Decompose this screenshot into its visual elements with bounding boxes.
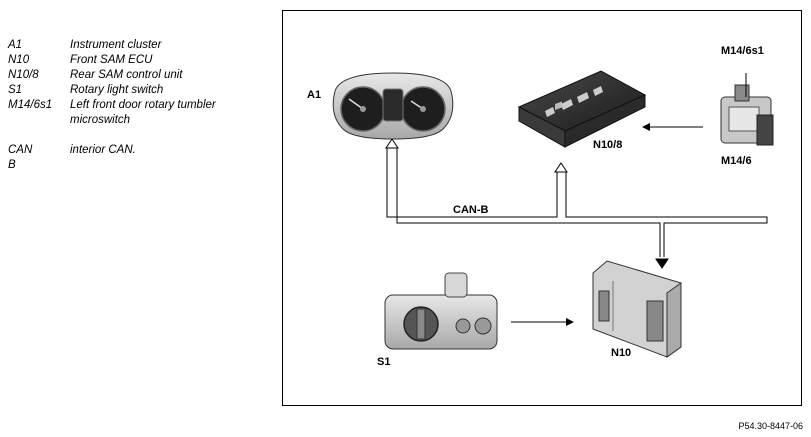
legend-code: N10 [8, 54, 30, 66]
rotary-light-switch-graphic [384, 272, 498, 350]
legend-description: Rotary light switch [70, 84, 164, 96]
label-n10-8: N10/8 [593, 139, 623, 151]
can-b-bus [386, 147, 768, 257]
legend-description: Rear SAM control unit [70, 69, 183, 81]
legend-code: S1 [8, 84, 23, 96]
legend-description: interior CAN. [70, 144, 136, 156]
instrument-cluster-graphic [332, 72, 454, 140]
label-m14-6s1: M14/6s1 [721, 45, 764, 57]
label-m14-6: M14/6 [721, 155, 752, 167]
bus-arrow-to-n10 [655, 258, 669, 269]
rear-sam-graphic [517, 70, 647, 148]
label-s1: S1 [377, 356, 391, 368]
legend-code: A1 [8, 39, 23, 51]
label-a1: A1 [307, 89, 322, 101]
bus-arrow-to-a1 [385, 138, 399, 149]
legend-description: Front SAM ECU [70, 54, 153, 66]
diagram-frame: A1 N10/8 M14/6s1 M14/6 CAN-B S1 N10 [282, 10, 802, 406]
legend-description: Instrument cluster [70, 39, 162, 51]
legend-code: M14/6s1 [8, 99, 53, 111]
reference-code: P54.30-8447-06 [738, 421, 803, 431]
bus-arrow-to-n10-8 [554, 162, 568, 173]
door-lock-graphic [720, 73, 774, 146]
front-sam-graphic [592, 260, 682, 358]
legend-description: Left front door rotary tumbler microswit… [70, 99, 216, 126]
label-can-b: CAN-B [453, 204, 489, 216]
diagram-canvas [332, 70, 774, 358]
legend-code: CAN B [8, 144, 33, 171]
legend-code: N10/8 [8, 69, 39, 81]
label-n10: N10 [611, 347, 632, 359]
